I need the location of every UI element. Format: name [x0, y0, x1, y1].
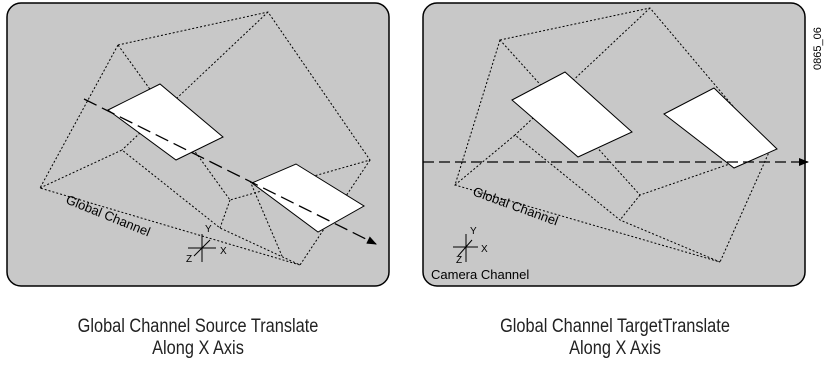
left-caption-line1: Global Channel Source Translate	[77, 316, 319, 337]
right-caption-line1: Global Channel TargetTranslate	[500, 316, 730, 337]
right-caption-line2: Along X Axis	[569, 338, 661, 359]
figure-id-text: 0865_06	[812, 27, 824, 70]
right-axis-y-label: Y	[470, 226, 477, 237]
right-panel-background	[422, 2, 806, 287]
left-axis-y-label: Y	[205, 224, 212, 235]
left-axis-z-label: Z	[186, 254, 192, 265]
left-panel: Global Channel Y X Z	[6, 2, 390, 287]
left-axis-x-label: X	[220, 246, 227, 257]
right-caption: Global Channel TargetTranslate Along X A…	[452, 316, 779, 360]
right-plane-source	[511, 71, 633, 158]
left-axis-gizmo	[188, 234, 216, 262]
left-caption-line2: Along X Axis	[152, 338, 244, 359]
left-plane-source	[107, 83, 224, 161]
right-axis-gizmo	[453, 234, 478, 262]
right-plane-translated	[663, 87, 778, 169]
right-camera-label: Camera Channel	[431, 267, 529, 282]
right-axis-x-label: X	[481, 244, 488, 255]
right-axis-z-label: Z	[456, 255, 462, 266]
left-wireframe-box	[38, 11, 371, 266]
figure-id: 0865_06	[806, 4, 826, 74]
left-translation-arrow	[83, 98, 377, 245]
left-plane-translated	[251, 163, 365, 233]
left-caption: Global Channel Source Translate Along X …	[35, 316, 362, 360]
right-panel: Global Channel Y X Z Camera Channel	[422, 2, 809, 287]
